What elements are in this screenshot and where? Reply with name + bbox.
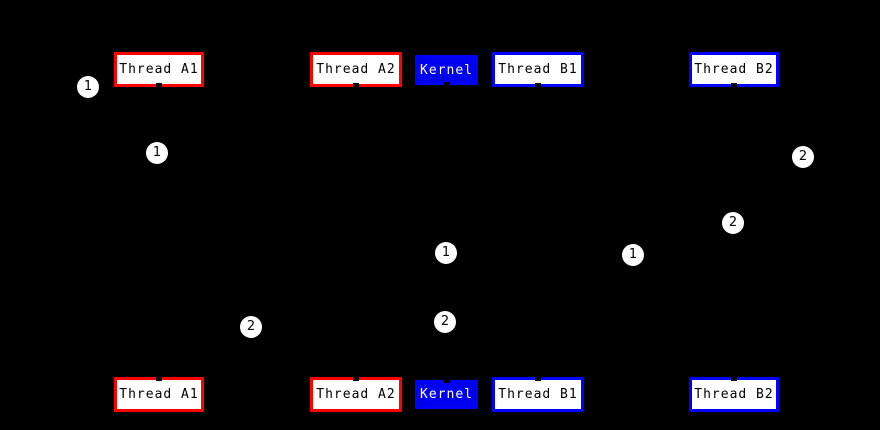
event-marker-3: 2 xyxy=(792,146,814,168)
entity-box-thread-a2-top: Thread A2 xyxy=(310,52,402,87)
entity-label: Thread B2 xyxy=(694,387,774,402)
event-marker-5: 1 xyxy=(435,242,457,264)
entity-label: Thread A1 xyxy=(119,387,199,402)
event-marker-4: 2 xyxy=(722,212,744,234)
entity-box-thread-b1-top: Thread B1 xyxy=(492,52,584,87)
entity-box-thread-a2-bottom: Thread A2 xyxy=(310,377,402,412)
entity-box-kernel-top: Kernel xyxy=(415,55,478,86)
event-marker-6: 1 xyxy=(622,244,644,266)
entity-label: Thread A2 xyxy=(316,387,396,402)
entity-box-thread-b2-bottom: Thread B2 xyxy=(689,377,779,412)
event-marker-1: 1 xyxy=(77,76,99,98)
entity-label: Thread A1 xyxy=(119,62,199,77)
entity-label: Thread B2 xyxy=(694,62,774,77)
entity-box-thread-a1-top: Thread A1 xyxy=(114,52,204,87)
entity-label: Thread B1 xyxy=(498,62,578,77)
entity-box-thread-a1-bottom: Thread A1 xyxy=(114,377,204,412)
entity-label: Kernel xyxy=(420,62,473,78)
entity-label: Thread A2 xyxy=(316,62,396,77)
entity-box-thread-b2-top: Thread B2 xyxy=(689,52,779,87)
event-marker-8: 2 xyxy=(240,316,262,338)
event-marker-2: 1 xyxy=(146,142,168,164)
entity-box-thread-b1-bottom: Thread B1 xyxy=(492,377,584,412)
entity-label: Kernel xyxy=(420,387,473,402)
event-marker-7: 2 xyxy=(434,311,456,333)
entity-label: Thread B1 xyxy=(498,387,578,402)
entity-box-kernel-bottom: Kernel xyxy=(415,379,478,409)
